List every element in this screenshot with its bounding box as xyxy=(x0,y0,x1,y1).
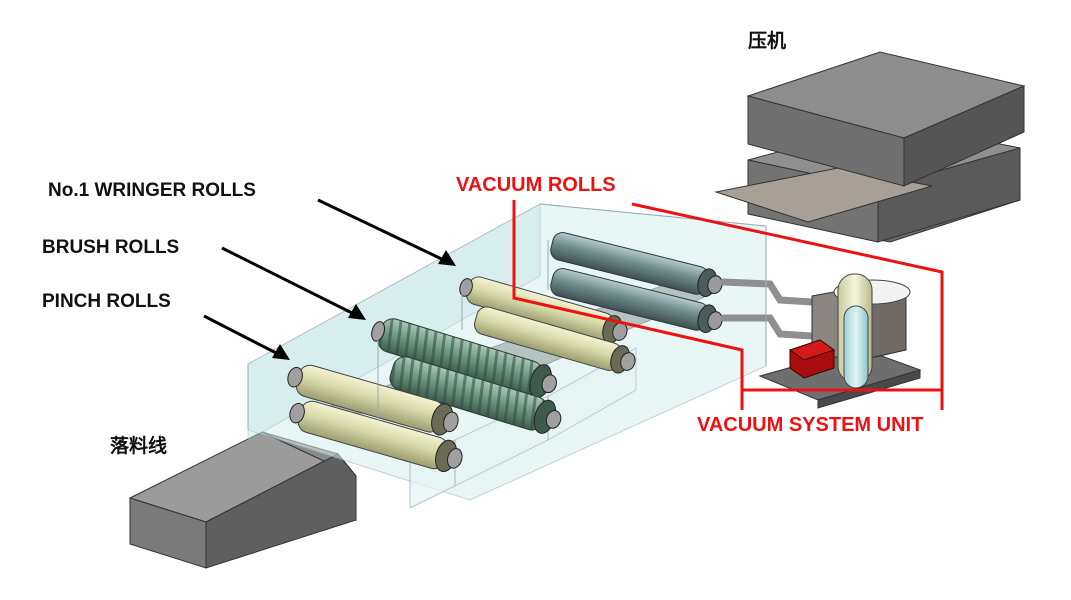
brush-arrowhead xyxy=(348,304,366,320)
brush-arrow xyxy=(221,246,359,318)
vacuum-rolls xyxy=(550,232,816,340)
vacuum-rolls-label: VACUUM ROLLS xyxy=(456,174,616,196)
wringer-arrowhead xyxy=(438,250,456,266)
press-machine xyxy=(714,51,1026,243)
vacuum-system-unit-label: VACUUM SYSTEM UNIT xyxy=(697,414,924,436)
press-label: 压机 xyxy=(748,30,787,52)
wringer-rolls-label: No.1 WRINGER ROLLS xyxy=(48,180,256,201)
pinch-rolls-label: PINCH ROLLS xyxy=(42,291,171,312)
pinch-rolls xyxy=(287,364,463,473)
blanking-line-block xyxy=(128,431,357,569)
brush-rolls xyxy=(371,318,562,434)
vacuum-system-unit xyxy=(758,273,922,409)
pinch-arrowhead xyxy=(272,344,290,360)
pinch-arrow xyxy=(203,314,283,358)
red-callouts xyxy=(512,200,944,410)
wringer-arrow xyxy=(317,198,449,264)
enclosure-front-edges xyxy=(377,226,767,420)
blanking-line-label: 落料线 xyxy=(110,435,168,457)
brush-rolls-label: BRUSH ROLLS xyxy=(42,237,180,258)
leader-arrows xyxy=(203,198,456,360)
